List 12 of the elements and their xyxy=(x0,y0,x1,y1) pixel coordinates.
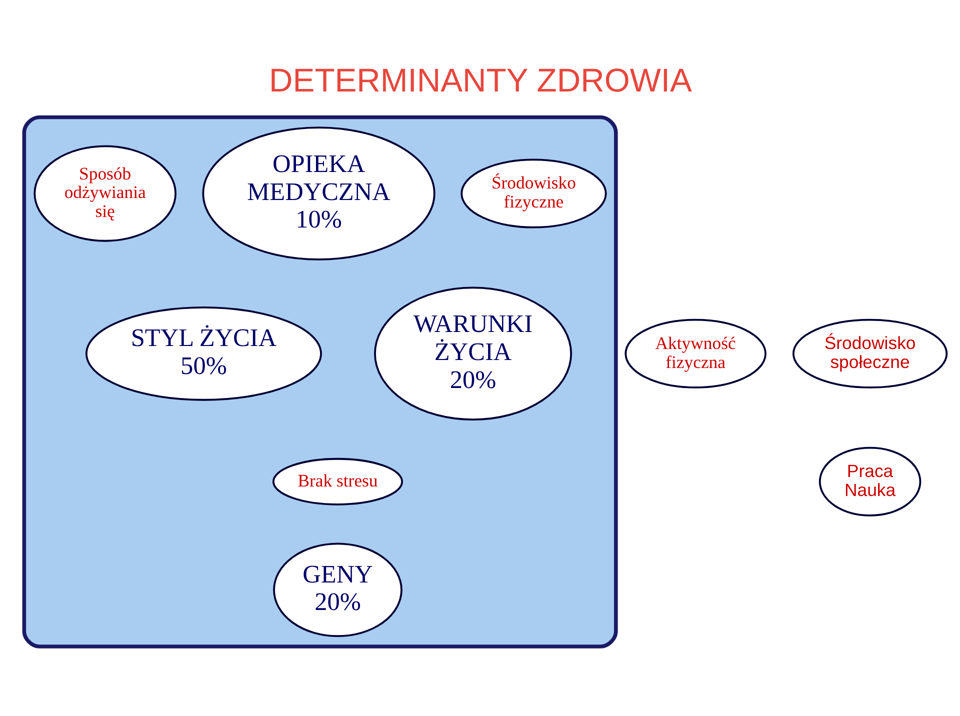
node-ellipse: WARUNKI ŻYCIA 20% xyxy=(374,286,572,420)
cluster xyxy=(22,114,618,648)
node-ellipse: Środowisko społeczne xyxy=(792,318,948,388)
node-ellipse: OPIEKA MEDYCZNA 10% xyxy=(202,126,435,260)
node-ellipse: Praca Nauka xyxy=(818,446,921,516)
node-ellipse: Sposób odżywiania się xyxy=(33,144,176,242)
node-ellipse: GENY 20% xyxy=(272,542,402,637)
node-ellipse: Brak stresu xyxy=(272,457,403,505)
node-ellipse: STYL ŻYCIA 50% xyxy=(84,306,322,400)
diagram-title: DETERMINANTY ZDROWIA xyxy=(268,61,692,98)
node-ellipse: Środowisko fizyczne xyxy=(460,158,606,228)
node-ellipse: Aktywność fizyczna xyxy=(624,318,766,388)
